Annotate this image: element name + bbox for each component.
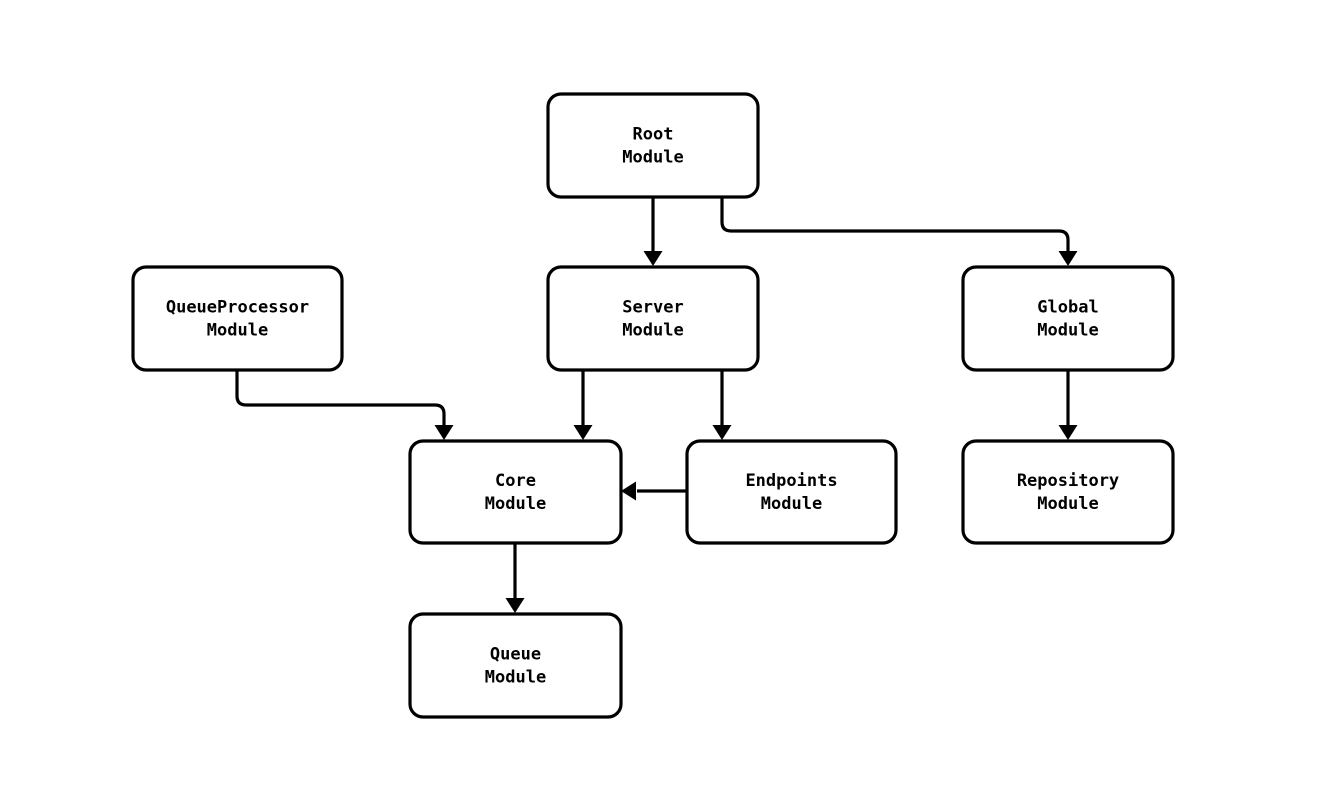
core-module-node-label-line1: Core [495,471,536,491]
edge-server-to-core [573,370,593,440]
edge-root-to-global [720,197,1078,266]
edge-queueprocessor-to-core-line [235,370,446,426]
edge-server-to-core-arrowhead-icon [573,425,593,440]
edge-queueprocessor-to-core-arrowhead-icon [434,425,454,440]
edge-root-to-server [643,197,663,266]
edge-core-to-queue [505,543,525,613]
edge-server-to-endpoints [712,370,732,440]
root-module-node-label-line1: Root [633,125,674,145]
edge-endpoints-to-core-arrowhead-icon [621,481,636,501]
repository-module-node-label-line2: Module [1037,494,1098,514]
global-module-node-box[interactable] [961,265,1175,372]
endpoints-module-node-box[interactable] [685,439,898,545]
edge-queueprocessor-to-core [235,370,454,440]
server-module-node-label-line1: Server [622,298,683,318]
queue-module-node-box[interactable] [408,612,623,719]
server-module-node-box[interactable] [546,265,760,372]
queueprocessor-module-node-box[interactable] [131,265,344,372]
repository-module-node-box[interactable] [961,439,1175,545]
queue-module-node-label-line2: Module [485,668,546,688]
endpoints-module-node-label-line1: Endpoints [745,471,837,491]
edge-root-to-global-arrowhead-icon [1058,251,1078,266]
edge-core-to-queue-arrowhead-icon [505,598,525,613]
global-module-node-label-line1: Global [1037,298,1098,318]
edge-server-to-endpoints-arrowhead-icon [712,425,732,440]
endpoints-module-node-label-line2: Module [761,494,822,514]
edges-layer [235,197,1078,613]
edge-root-to-global-line [720,197,1070,252]
edge-global-to-repository [1058,370,1078,440]
queue-module-node-label-line1: Queue [490,645,541,665]
server-module-node-label-line2: Module [622,321,683,341]
root-module-node-box[interactable] [546,92,760,199]
core-module-node-box[interactable] [408,439,623,545]
queueprocessor-module-node-label-line1: QueueProcessor [166,298,309,318]
edge-endpoints-to-core [621,481,687,501]
edge-root-to-server-arrowhead-icon [643,251,663,266]
nodes-layer: RootModuleQueueProcessorModuleServerModu… [131,92,1175,719]
edge-global-to-repository-arrowhead-icon [1058,425,1078,440]
core-module-node-label-line2: Module [485,494,546,514]
global-module-node-label-line2: Module [1037,321,1098,341]
repository-module-node-label-line1: Repository [1017,471,1119,491]
root-module-node-label-line2: Module [622,148,683,168]
queueprocessor-module-node-label-line2: Module [207,321,268,341]
